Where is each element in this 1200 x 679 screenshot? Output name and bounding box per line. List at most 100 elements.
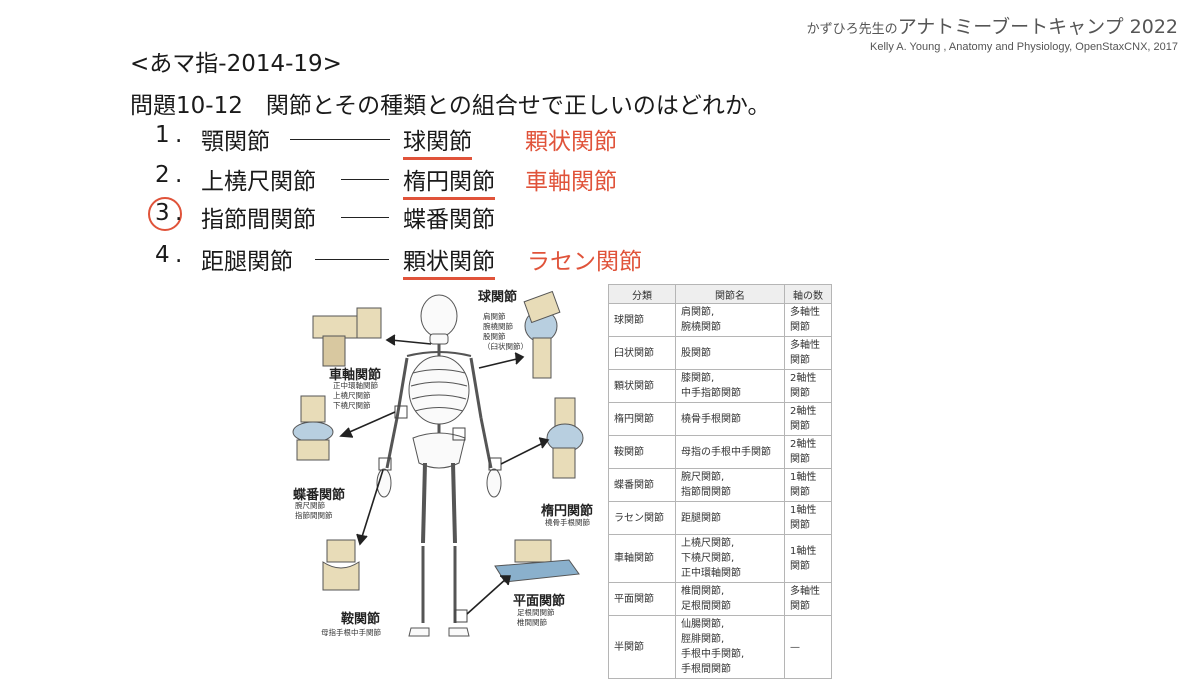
cell-axes-line: 多軸性: [790, 340, 820, 351]
cell-axes-line: 関節: [790, 520, 810, 531]
cell-joints: 母指の手根中手関節: [675, 435, 785, 469]
example: 橈骨手根関節: [545, 518, 590, 527]
cell-axes: 2軸性関節: [784, 435, 832, 469]
cell-type: 球関節: [608, 303, 676, 337]
cell-axes-line: 関節: [790, 560, 810, 572]
cell-joints-line: 母指の手根中手関節: [681, 446, 771, 458]
brand-prefix: かずひろ先生の: [806, 22, 898, 37]
cell-axes-line: 関節: [790, 487, 810, 498]
cell-joints: 腕尺関節, 指節間関節: [675, 468, 785, 502]
option-number: 2: [155, 162, 170, 188]
option-correction: ラセン関節: [527, 249, 642, 275]
cell-axes-line: 関節: [790, 322, 810, 333]
table-row: 臼状関節股関節多軸性関節: [608, 336, 832, 370]
cell-joints-line: 椎間関節,: [681, 586, 725, 597]
cell-joints-line: 橈骨手根関節: [681, 413, 741, 425]
example: 下橈尺関節: [333, 401, 371, 410]
brand-credit: Kelly A. Young , Anatomy and Physiology,…: [870, 41, 1178, 53]
cell-joints: 膝関節, 中手指節関節: [675, 369, 785, 403]
example: 指節間関節: [295, 511, 333, 520]
cell-joints-line: 距腿関節: [681, 512, 721, 524]
cell-type: 臼状関節: [608, 336, 676, 370]
cell-type: 楕円関節: [608, 402, 676, 436]
table-row: 半関節仙腸関節,脛腓関節,手根中手関節,手根間関節—: [608, 615, 832, 679]
cell-axes: 2軸性関節: [784, 402, 832, 436]
option-dot: .: [175, 122, 183, 148]
brand-header: かずひろ先生のアナトミーブートキャンプ 2022 Kelly A. Young …: [807, 12, 1178, 53]
saddle-joint-examples: 母指手根中手関節: [321, 628, 381, 638]
pivot-joint-examples: 正中環軸関節 上橈尺関節 下橈尺関節: [333, 381, 378, 411]
cell-joints-line: 指節間関節: [681, 487, 731, 498]
cell-axes: 1軸性関節: [784, 534, 832, 583]
option-number: 4: [155, 242, 170, 268]
cell-type: 鞍関節: [608, 435, 676, 469]
cell-type: 顆状関節: [608, 369, 676, 403]
table-body: 球関節肩関節,腕橈関節多軸性関節臼状関節股関節多軸性関節顆状関節膝関節,中手指節…: [608, 303, 832, 679]
cell-joints: 距腿関節: [675, 501, 785, 535]
example: （臼状関節）: [483, 342, 528, 351]
option-dot: .: [175, 162, 183, 188]
option-correction: 顆状関節: [525, 129, 617, 155]
option-type: 顆状関節: [403, 242, 495, 280]
cell-axes-line: 関節: [790, 601, 810, 612]
option-dash: [341, 217, 389, 218]
plane-joint-label: 平面関節: [513, 594, 566, 609]
cell-type: 半関節: [608, 615, 676, 679]
option-dash: [290, 139, 390, 140]
cell-axes-line: 多軸性: [790, 586, 820, 597]
option-joint: 上橈尺関節: [201, 169, 316, 195]
column-header: 関節名: [675, 284, 785, 304]
cell-joints-line: 手根中手関節,: [681, 649, 745, 660]
hinge-joint-examples: 腕尺関節 指節間関節: [295, 501, 333, 521]
cell-joints-line: 上橈尺関節,: [681, 538, 735, 549]
cell-joints-line: 股関節: [681, 347, 711, 359]
option-dash: [341, 179, 389, 180]
cell-joints-line: 腕尺関節,: [681, 472, 725, 483]
cell-axes-line: 多軸性: [790, 307, 820, 318]
saddle-joint-label: 鞍関節: [341, 612, 381, 627]
cell-axes-line: 2軸性: [790, 373, 817, 384]
cell-axes-line: 1軸性: [790, 545, 817, 557]
option-type: 蝶番関節: [403, 207, 495, 233]
brand-course-name: アナトミーブートキャンプ 2022: [897, 16, 1178, 38]
ball-joint-label: 球関節: [478, 290, 518, 305]
ellipsoid-joint-label: 楕円関節: [541, 504, 594, 519]
cell-joints: 仙腸関節,脛腓関節,手根中手関節,手根間関節: [675, 615, 785, 679]
option-dot: .: [175, 242, 183, 268]
example: 股関節: [483, 332, 506, 341]
hinge-joint-label: 蝶番関節: [293, 488, 346, 503]
cell-axes-line: 2軸性: [790, 406, 817, 417]
pivot-joint-label: 車軸関節: [329, 368, 382, 383]
question-source: <あマ指-2014-19>: [130, 51, 342, 77]
cell-type: 平面関節: [608, 582, 676, 616]
cell-joints-line: 脛腓関節,: [681, 634, 725, 645]
cell-axes: 1軸性関節: [784, 501, 832, 535]
cell-joints: 椎間関節, 足根間関節: [675, 582, 785, 616]
skeleton-illustration: [292, 290, 584, 637]
cell-axes: —: [784, 615, 832, 679]
cell-axes-line: —: [790, 641, 800, 653]
ellipsoid-joint-examples: 橈骨手根関節: [545, 518, 590, 528]
cell-joints-line: 中手指節関節: [681, 388, 741, 399]
answer-circle: [148, 197, 182, 231]
cell-joints-line: 膝関節,: [681, 373, 715, 384]
cell-type: ラセン関節: [608, 501, 676, 535]
cell-joints-line: 足根間関節: [681, 601, 731, 612]
option-joint: 顎関節: [201, 129, 270, 155]
example: 正中環軸関節: [333, 381, 378, 390]
cell-axes-line: 関節: [790, 421, 810, 432]
table-row: 球関節肩関節,腕橈関節多軸性関節: [608, 303, 832, 337]
example: 足根間関節: [517, 608, 555, 617]
cell-joints-line: 下橈尺関節,: [681, 553, 735, 564]
option-3: 3 . 指節間関節 蝶番関節: [148, 197, 675, 234]
table-header-row: 分類 関節名 軸の数: [608, 284, 832, 304]
option-dash: [315, 259, 389, 260]
option-1: 1 . 顎関節 球関節 顆状関節: [155, 122, 675, 160]
cell-axes-line: 1軸性: [790, 472, 817, 483]
table-row: 平面関節椎間関節, 足根間関節 多軸性関節: [608, 582, 832, 616]
option-type: 球関節: [403, 122, 472, 160]
cell-joints-line: 仙腸関節,: [681, 619, 725, 630]
joint-classification-table: 分類 関節名 軸の数 球関節肩関節,腕橈関節多軸性関節臼状関節股関節多軸性関節顆…: [608, 284, 832, 679]
